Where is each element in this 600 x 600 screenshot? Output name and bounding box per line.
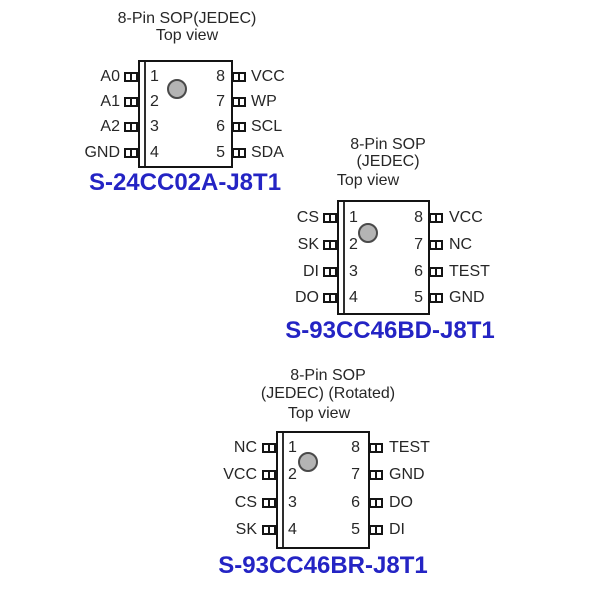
- pin-2-label: VCC: [223, 466, 257, 483]
- pin-3-label: A2: [100, 118, 120, 135]
- pin-5-label: SDA: [251, 144, 284, 161]
- pin-4-label: SK: [235, 521, 257, 538]
- part-number: S-93CC46BR-J8T1: [218, 552, 428, 579]
- pin1-indicator-dot: [358, 223, 378, 243]
- pin-1-lead: [124, 72, 138, 82]
- pin-7-lead: [429, 240, 443, 250]
- part-number: S-93CC46BD-J8T1: [285, 317, 495, 344]
- pin1-indicator-dot: [298, 452, 318, 472]
- pin-4-label: GND: [84, 144, 120, 161]
- pin-7-label: NC: [449, 236, 473, 253]
- pin-8-number: 8: [216, 68, 225, 85]
- pin-5-number: 5: [216, 144, 225, 161]
- pin-6-lead: [369, 498, 383, 508]
- view-label: Top view: [287, 405, 351, 422]
- pin-5-lead: [232, 148, 246, 158]
- pin-1-label: CS: [296, 209, 319, 226]
- pin-7-number: 7: [216, 93, 225, 110]
- pin-5-lead: [429, 293, 443, 303]
- pin-3-number: 3: [349, 263, 358, 280]
- chip-body: [337, 200, 430, 315]
- pin1-indicator-dot: [167, 79, 187, 99]
- pin-6-number: 6: [216, 118, 225, 135]
- pin-8-label: VCC: [251, 68, 285, 85]
- pin-8-lead: [369, 443, 383, 453]
- pin-5-label: GND: [449, 289, 485, 306]
- pin-8-number: 8: [414, 209, 423, 226]
- pin-7-lead: [232, 97, 246, 107]
- part-number: S-24CC02A-J8T1: [88, 169, 282, 196]
- pin-7-label: GND: [389, 466, 425, 483]
- pin1-side-stripe: [343, 202, 345, 313]
- pin-2-lead: [262, 470, 276, 480]
- pin-5-label: DI: [389, 521, 405, 538]
- pin-4-number: 4: [349, 289, 358, 306]
- pin-7-number: 7: [351, 466, 360, 483]
- pin-6-number: 6: [351, 494, 360, 511]
- pin-1-number: 1: [349, 209, 358, 226]
- pin-4-lead: [262, 525, 276, 535]
- pin-1-label: NC: [233, 439, 257, 456]
- package-type-label: 8-Pin SOP(JEDEC): [117, 10, 257, 27]
- pin-8-number: 8: [351, 439, 360, 456]
- package-type-label: 8-Pin SOP: [350, 136, 426, 153]
- pin-3-label: CS: [234, 494, 257, 511]
- pin-6-number: 6: [414, 263, 423, 280]
- pin-4-lead: [124, 148, 138, 158]
- pin-8-lead: [232, 72, 246, 82]
- package-type-label2: (JEDEC): [356, 153, 420, 170]
- view-label: Top view: [336, 172, 400, 189]
- pin-6-lead: [232, 122, 246, 132]
- pin-6-label: TEST: [449, 263, 490, 280]
- pin1-side-stripe: [144, 62, 146, 166]
- pin-1-lead: [323, 213, 337, 223]
- pin-3-number: 3: [150, 118, 159, 135]
- pin-2-lead: [323, 240, 337, 250]
- pin-2-lead: [124, 97, 138, 107]
- pin-2-label: SK: [297, 236, 319, 253]
- pin-5-number: 5: [351, 521, 360, 538]
- pin-3-label: DI: [303, 263, 319, 280]
- pin-3-lead: [323, 267, 337, 277]
- pin-2-number: 2: [349, 236, 358, 253]
- pin-2-number: 2: [288, 466, 297, 483]
- pin-3-lead: [124, 122, 138, 132]
- pin1-side-stripe: [282, 433, 284, 547]
- pin-1-label: A0: [100, 68, 120, 85]
- pin-3-number: 3: [288, 494, 297, 511]
- pin-7-lead: [369, 470, 383, 480]
- pin-1-number: 1: [288, 439, 297, 456]
- pin-5-number: 5: [414, 289, 423, 306]
- pin-4-label: DO: [295, 289, 319, 306]
- pin-8-label: TEST: [389, 439, 430, 456]
- pin-8-lead: [429, 213, 443, 223]
- pin-2-number: 2: [150, 93, 159, 110]
- pin-1-lead: [262, 443, 276, 453]
- package-type-label2: (JEDEC) (Rotated): [260, 385, 396, 402]
- pin-7-label: WP: [251, 93, 277, 110]
- pin-5-lead: [369, 525, 383, 535]
- pin-3-lead: [262, 498, 276, 508]
- pin-4-lead: [323, 293, 337, 303]
- pin-4-number: 4: [288, 521, 297, 538]
- view-label: Top view: [155, 27, 219, 44]
- pin-8-label: VCC: [449, 209, 483, 226]
- pin-2-label: A1: [100, 93, 120, 110]
- pin-1-number: 1: [150, 68, 159, 85]
- pin-7-number: 7: [414, 236, 423, 253]
- package-type-label: 8-Pin SOP: [290, 367, 366, 384]
- chip-body: [276, 431, 370, 549]
- pin-4-number: 4: [150, 144, 159, 161]
- pin-6-lead: [429, 267, 443, 277]
- pin-6-label: SCL: [251, 118, 283, 135]
- pin-6-label: DO: [389, 494, 413, 511]
- chip-body: [138, 60, 233, 168]
